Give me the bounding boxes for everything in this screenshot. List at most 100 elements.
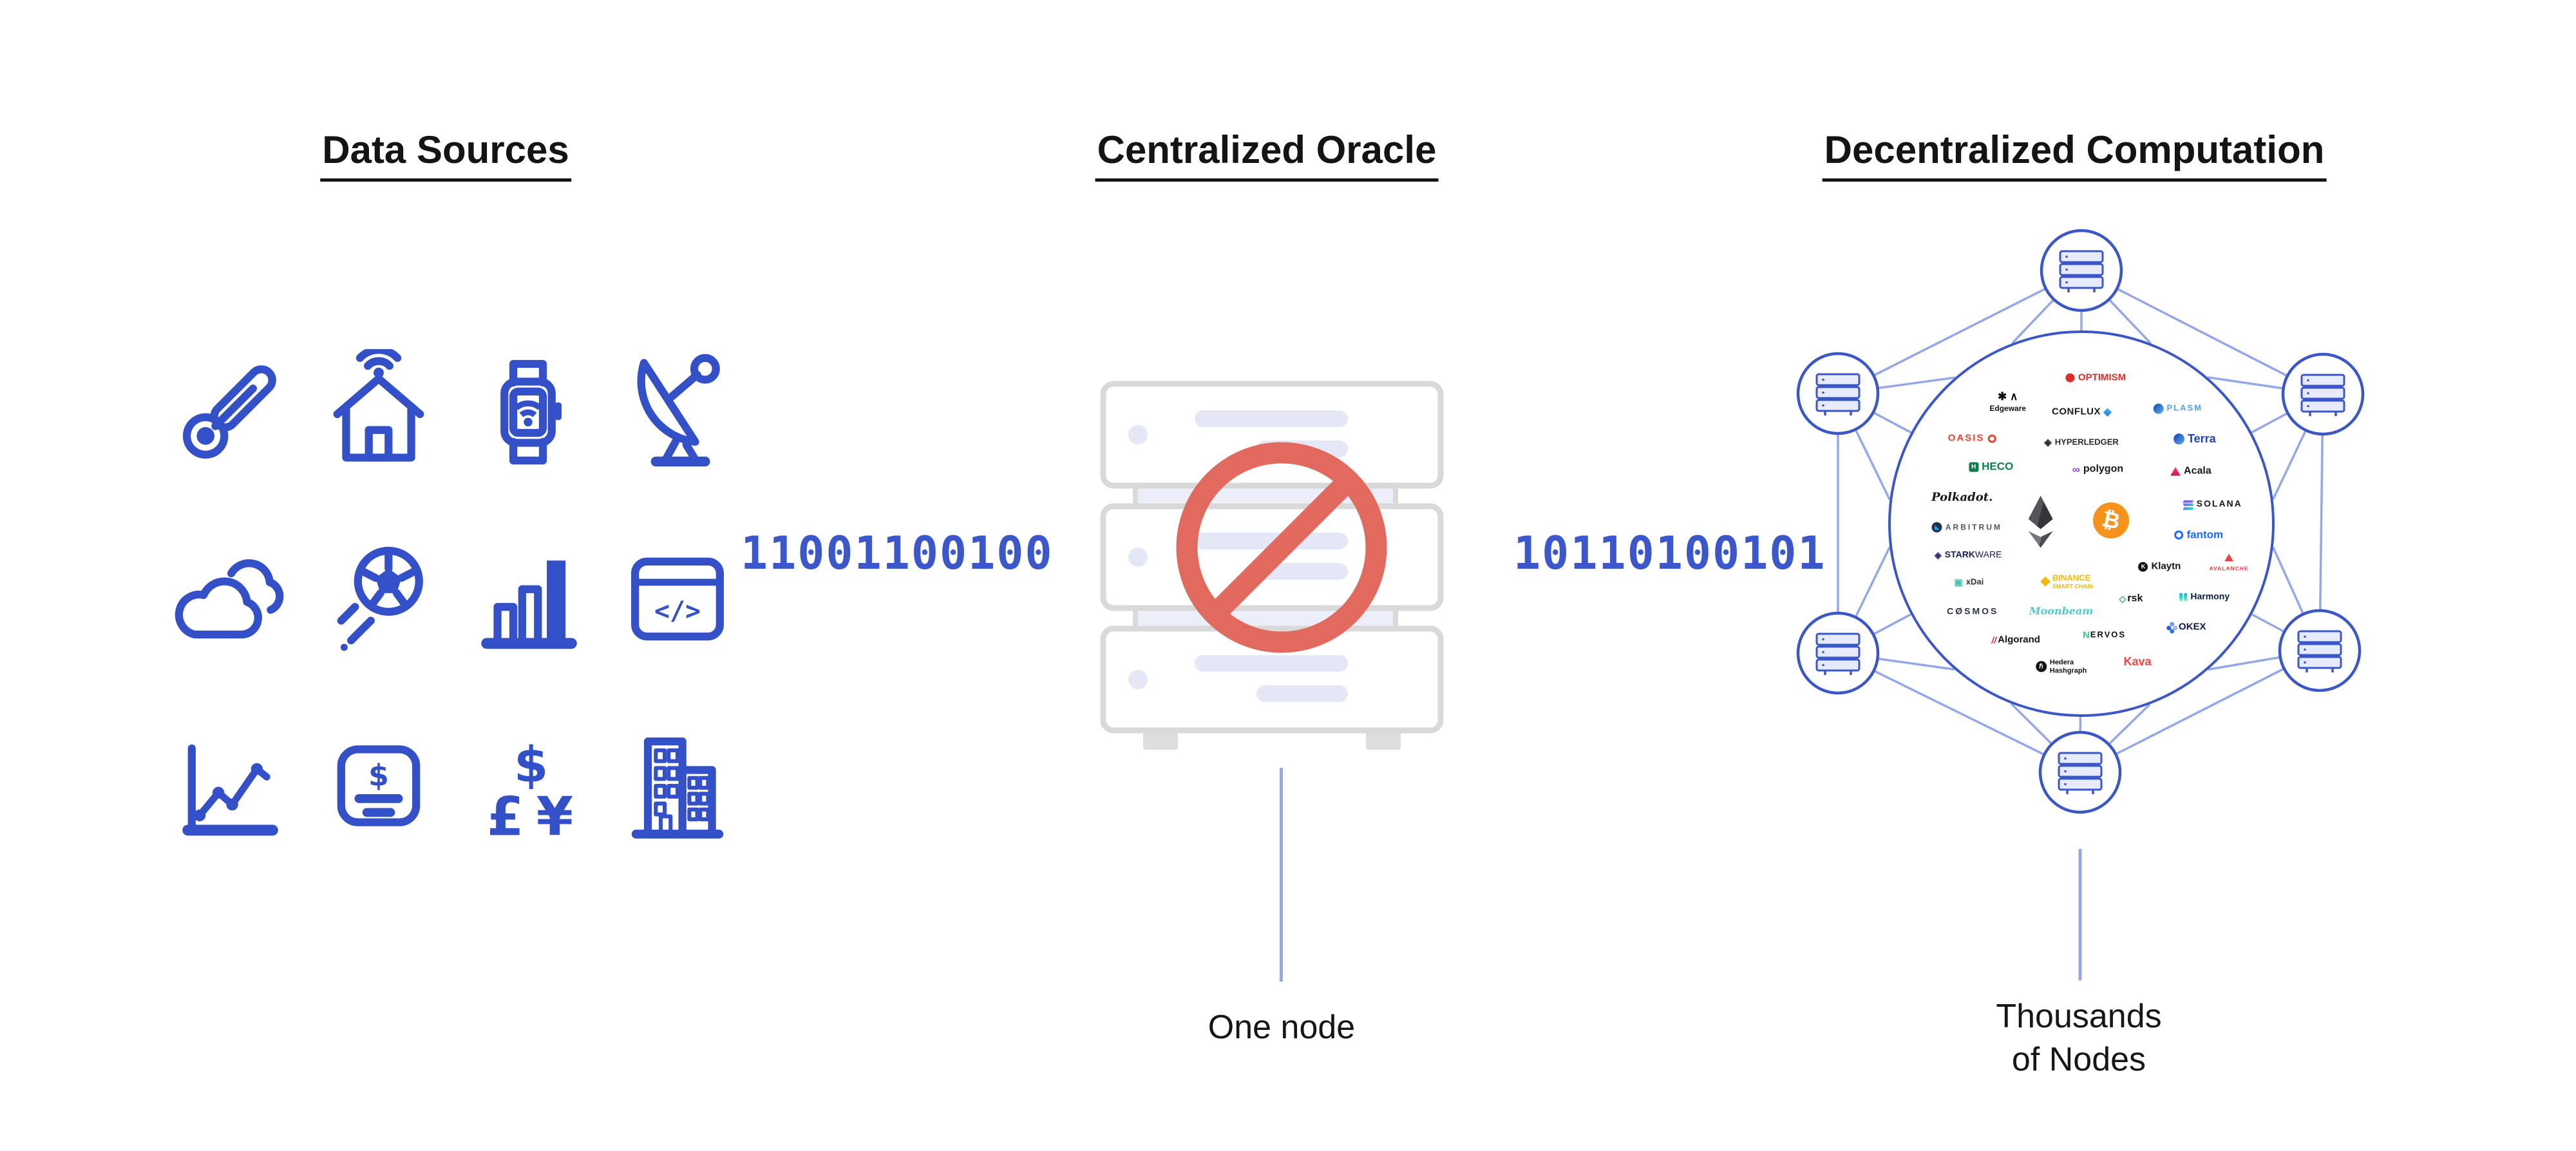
- logo-bitcoin: ₿: [2092, 502, 2129, 539]
- node-top-right-server-icon: [2281, 352, 2365, 436]
- centralized-oracle-server: [1098, 379, 1446, 756]
- server-rack-icon: [1100, 381, 1444, 750]
- binary-output-stream: 10110100101: [1513, 527, 1826, 580]
- logo-label: rsk: [2127, 593, 2143, 604]
- fantom-icon: [2174, 530, 2184, 540]
- logo-label: CONFLUX: [2052, 406, 2101, 417]
- yen-glyph: ¥: [536, 786, 574, 848]
- node-top-server-icon: [2040, 229, 2123, 312]
- caption-line-1: Thousands: [1996, 998, 2162, 1035]
- logo-label: ERVOS: [2090, 630, 2126, 640]
- xdai-icon: ▣: [1954, 576, 1963, 587]
- logo-plasm: PLASM: [2153, 403, 2203, 414]
- logo-label: Acala: [2184, 465, 2211, 477]
- logo-label: OKEX: [2179, 621, 2206, 633]
- logo-terra: Terra: [2173, 432, 2216, 446]
- oasis-icon: [1987, 434, 1996, 443]
- nervos-icon: N: [2082, 629, 2090, 641]
- logo-avalanche: AVALANCHE: [2209, 553, 2249, 574]
- invoice-dollar-icon: $: [337, 745, 421, 826]
- logo-oasis: OASIS: [1948, 433, 1996, 444]
- okex-icon: [2166, 622, 2178, 634]
- logo-polygon: ∞polygon: [2072, 464, 2123, 475]
- centralized-oracle-heading: Centralized Oracle: [1095, 128, 1439, 182]
- algorand-icon: //: [1991, 634, 1997, 645]
- hedera-hashgraph-icon: ℏ: [2035, 661, 2047, 672]
- rsk-icon: ◇: [2119, 593, 2126, 604]
- one-node-caption: One node: [1208, 1009, 1356, 1046]
- logo-rsk: ◇rsk: [2119, 593, 2143, 604]
- logo-label: Harmony: [2190, 591, 2230, 602]
- logo-label: CØSMOS: [1947, 605, 1999, 616]
- edgeware-icon: ✱ ∧: [1998, 390, 2018, 403]
- logo-xdai: ▣xDai: [1955, 576, 1984, 587]
- logo-kava: Kava: [2124, 656, 2152, 669]
- smartwatch-icon: [500, 359, 562, 465]
- harmony-icon: [2179, 593, 2188, 602]
- conflux-icon: [2103, 408, 2112, 417]
- acala-icon: [2170, 467, 2181, 476]
- logo-cosmos: CØSMOS: [1947, 607, 1998, 618]
- prohibition-icon: [1176, 442, 1387, 653]
- logo-acala: Acala: [2170, 466, 2211, 477]
- logo-label: AVALANCHE: [2209, 565, 2249, 572]
- logo-label: Edgeware: [1989, 403, 2027, 413]
- logo-ethereum: [2028, 495, 2053, 548]
- logo-hyperledger: ◈HYPERLEDGER: [2044, 437, 2119, 448]
- decentralized-computation-heading: Decentralized Computation: [1822, 128, 2327, 182]
- terra-icon: [2173, 433, 2184, 445]
- logo-conflux: CONFLUX: [2052, 406, 2112, 418]
- thousands-of-nodes-caption: Thousands of Nodes: [1996, 995, 2161, 1081]
- logo-label: OPTIMISM: [2078, 372, 2126, 383]
- data-sources-heading: Data Sources: [320, 128, 571, 182]
- solana-icon: [2183, 500, 2194, 509]
- binary-input-stream: 11001100100: [741, 527, 1054, 580]
- data-sources-icon-grid: </> $ $ £ ¥: [155, 319, 752, 879]
- hyperledger-icon: ◈: [2044, 437, 2052, 448]
- starkware-icon: ◈: [1934, 549, 1942, 560]
- logo-starkware: ◈STARKWARE: [1935, 549, 2002, 560]
- soccer-ball-icon: [337, 546, 423, 651]
- logo-fantom: fantom: [2174, 529, 2223, 541]
- arbitrum-icon: ◣: [1931, 522, 1942, 533]
- oracle-connector-line: [1280, 768, 1283, 982]
- logo-label: HYPERLEDGER: [2054, 437, 2119, 447]
- logo-label: STARKWARE: [1944, 549, 2002, 560]
- node-bottom-server-icon: [2038, 730, 2122, 814]
- logo-moonbeam: Moonbeam: [2029, 606, 2093, 618]
- logo-solana: SOLANA: [2183, 499, 2242, 510]
- logo-label: Moonbeam: [2029, 605, 2094, 618]
- weather-clouds-icon: [175, 559, 284, 639]
- ethereum-icon: [2028, 495, 2053, 548]
- caption-line-2: of Nodes: [2011, 1040, 2146, 1078]
- node-bottom-right-server-icon: [2278, 609, 2362, 692]
- plasm-icon: [2153, 403, 2164, 414]
- polygon-icon: ∞: [2072, 463, 2080, 476]
- node-bottom-left-server-icon: [1796, 611, 1880, 695]
- klaytn-icon: K: [2138, 562, 2148, 572]
- logo-label: ARBITRUM: [1945, 522, 2002, 532]
- bitcoin-icon: ₿: [2092, 502, 2129, 539]
- logo-label: Polkadot.: [1931, 490, 1993, 504]
- code-window-icon: </>: [631, 557, 724, 641]
- satellite-dish-icon: [637, 354, 720, 467]
- logo-label: polygon: [2083, 463, 2124, 475]
- line-chart-icon: [182, 744, 278, 836]
- thermometer-icon: [182, 365, 276, 459]
- buildings-icon: [631, 737, 724, 839]
- logo-label: OASIS: [1947, 432, 1985, 444]
- logo-label: Terra: [2187, 432, 2216, 445]
- logo-label: fantom: [2186, 528, 2224, 541]
- binance-smart-chain-icon: [2040, 576, 2050, 587]
- smart-home-icon: [333, 349, 424, 462]
- node-top-left-server-icon: [1796, 352, 1880, 435]
- bar-chart-icon: [481, 560, 577, 649]
